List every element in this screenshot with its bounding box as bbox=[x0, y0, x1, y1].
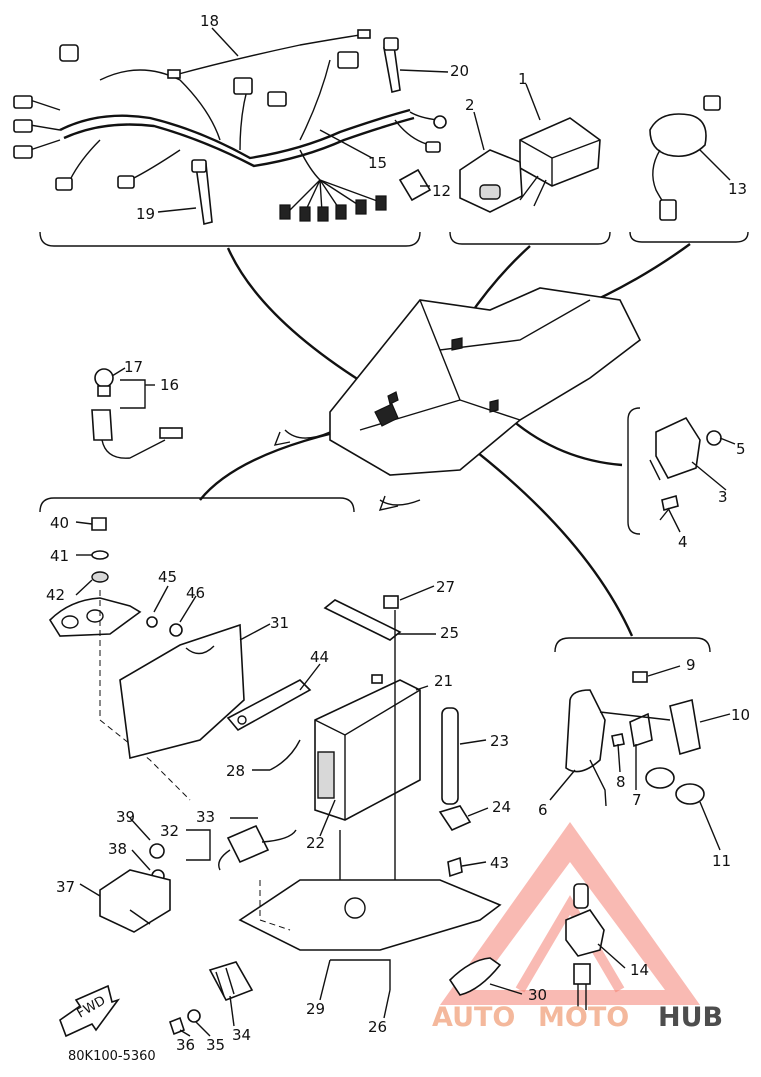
callout-38: 38 bbox=[108, 840, 127, 858]
callout-4: 4 bbox=[678, 533, 688, 551]
callout-14: 14 bbox=[630, 961, 649, 979]
callout-19: 19 bbox=[136, 205, 155, 223]
callout-23: 23 bbox=[490, 732, 509, 750]
callout-33: 33 bbox=[196, 808, 215, 826]
callout-1: 1 bbox=[518, 70, 528, 88]
cable-ties bbox=[191, 37, 401, 225]
callout-46: 46 bbox=[186, 584, 205, 602]
callout-28: 28 bbox=[226, 762, 245, 780]
callout-3: 3 bbox=[718, 488, 728, 506]
callout-13: 13 bbox=[728, 180, 747, 198]
callout-44: 44 bbox=[310, 648, 329, 666]
watermark-part1: AUTO bbox=[432, 1002, 515, 1033]
diagram-code: 80K100-5360 bbox=[68, 1049, 156, 1064]
callout-35: 35 bbox=[206, 1036, 225, 1054]
callout-40: 40 bbox=[50, 514, 69, 532]
callout-25: 25 bbox=[440, 624, 459, 642]
callout-34: 34 bbox=[232, 1026, 251, 1044]
battery-box-parts bbox=[48, 517, 312, 801]
callout-22: 22 bbox=[306, 834, 325, 852]
watermark-text: AUTO MOTO HUB bbox=[432, 1002, 723, 1033]
frame-seat-illustration bbox=[273, 287, 642, 511]
callout-6: 6 bbox=[538, 801, 548, 819]
callout-17: 17 bbox=[124, 358, 143, 376]
bulb-socket-parts bbox=[91, 368, 183, 459]
callout-21: 21 bbox=[434, 672, 453, 690]
callout-18: 18 bbox=[200, 12, 219, 30]
callout-26: 26 bbox=[368, 1018, 387, 1036]
callout-41: 41 bbox=[50, 547, 69, 565]
callout-12: 12 bbox=[432, 182, 451, 200]
callout-15: 15 bbox=[368, 154, 387, 172]
callout-29: 29 bbox=[306, 1000, 325, 1018]
callout-16: 16 bbox=[160, 376, 179, 394]
callout-5: 5 bbox=[736, 440, 746, 458]
callout-43: 43 bbox=[490, 854, 509, 872]
callout-2: 2 bbox=[465, 96, 475, 114]
callout-7: 7 bbox=[632, 791, 642, 809]
wire-harness bbox=[13, 29, 447, 222]
callout-20: 20 bbox=[450, 62, 469, 80]
callout-36: 36 bbox=[176, 1036, 195, 1054]
callout-leaders bbox=[75, 27, 736, 1037]
ignition-coil-parts bbox=[565, 671, 705, 807]
callout-11: 11 bbox=[712, 852, 731, 870]
callout-8: 8 bbox=[616, 773, 626, 791]
watermark-part2: MOTO bbox=[538, 1002, 629, 1033]
callout-9: 9 bbox=[686, 656, 696, 674]
starter-relay-parts bbox=[99, 824, 297, 1036]
forward-arrow: FWD bbox=[59, 984, 121, 1038]
kill-switch-part bbox=[565, 883, 605, 1010]
group-brackets bbox=[39, 231, 749, 653]
callout-10: 10 bbox=[731, 706, 750, 724]
callout-42: 42 bbox=[46, 586, 65, 604]
watermark-part3: HUB bbox=[658, 1002, 723, 1033]
relay-parts bbox=[649, 416, 722, 521]
callout-37: 37 bbox=[56, 878, 75, 896]
callout-labels: 1 2 3 4 5 6 7 8 9 10 11 12 13 14 15 16 1… bbox=[46, 12, 750, 1054]
callout-45: 45 bbox=[158, 568, 177, 586]
ignitor-parts bbox=[398, 95, 721, 221]
callout-32: 32 bbox=[160, 822, 179, 840]
callout-24: 24 bbox=[492, 798, 511, 816]
callout-27: 27 bbox=[436, 578, 455, 596]
callout-31: 31 bbox=[270, 614, 289, 632]
callout-30: 30 bbox=[528, 986, 547, 1004]
battery-parts bbox=[238, 595, 502, 996]
callout-39: 39 bbox=[116, 808, 135, 826]
